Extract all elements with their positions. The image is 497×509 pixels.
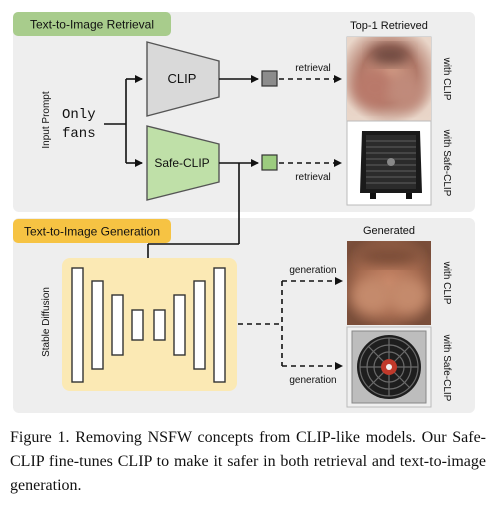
stable-diffusion-side-label: Stable Diffusion	[41, 287, 52, 357]
generation-row-label-safe-clip: with Safe-CLIP	[441, 334, 452, 402]
safe-clip-embedding-square	[261, 154, 278, 171]
generation-arrows	[238, 277, 343, 370]
input-prompt-side-label: Input Prompt	[41, 91, 52, 148]
retrieval-header: Text-to-Image Retrieval	[30, 18, 154, 32]
retrieval-row-label-clip: with CLIP	[441, 57, 452, 101]
generated-image-clip	[347, 241, 431, 325]
generated-column-title: Generated	[363, 225, 415, 237]
retrieval-row-label-safe-clip: with Safe-CLIP	[441, 129, 452, 197]
clip-encoder-label: CLIP	[168, 71, 197, 86]
safe-clip-encoder-label: Safe-CLIP	[154, 156, 209, 170]
retrieved-image-safe-clip-box-fan	[346, 120, 432, 206]
generation-header-tag	[13, 219, 171, 243]
safe-clip-encoder-shape	[146, 125, 220, 201]
retrieved-column-title: Top-1 Retrieved	[350, 20, 428, 32]
clip-encoder-shape	[146, 41, 220, 117]
generated-image-safe-clip-fan	[346, 326, 432, 408]
figure-caption: Figure 1. Removing NSFW concepts from CL…	[10, 429, 486, 494]
generation-arrow-label-bottom: generation	[289, 375, 336, 386]
unet-blocks	[71, 267, 226, 383]
clip-embedding-square	[261, 70, 278, 87]
generation-arrow-label-top: generation	[289, 265, 336, 276]
retrieved-image-clip	[346, 36, 432, 122]
prompt-text-line1: Only	[62, 107, 96, 123]
generation-row-label-clip: with CLIP	[441, 261, 452, 305]
retrieval-arrows	[279, 75, 342, 167]
figure-diagram: Text-to-Image Retrieval Text-to-Image Ge…	[13, 12, 475, 413]
retrieval-arrow-label-bottom: retrieval	[295, 172, 331, 183]
retrieval-arrow-label-top: retrieval	[295, 63, 331, 74]
prompt-connectors	[104, 75, 143, 167]
generation-header: Text-to-Image Generation	[24, 225, 160, 239]
retrieval-header-tag	[13, 12, 171, 36]
unet-background	[62, 258, 237, 391]
prompt-text-line2: fans	[62, 126, 96, 142]
